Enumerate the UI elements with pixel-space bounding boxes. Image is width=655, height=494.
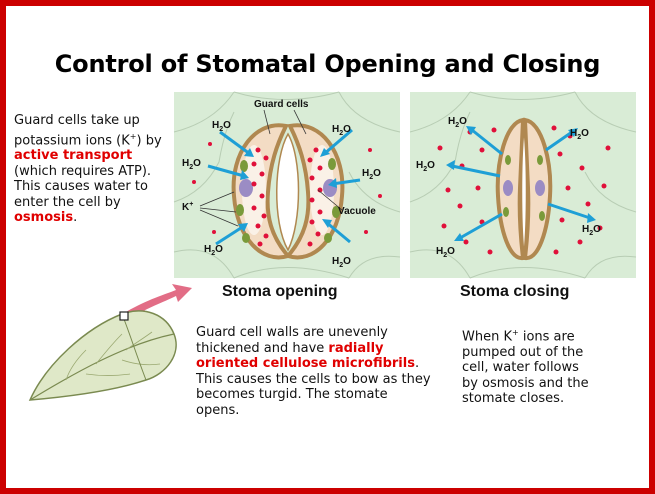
svg-text:H2O: H2O — [436, 246, 455, 259]
svg-text:H2O: H2O — [332, 256, 351, 269]
leaf-illustration — [28, 284, 192, 401]
svg-text:H2O: H2O — [570, 128, 589, 141]
closing-water-labels: H2O H2O H2O H2O H2O — [416, 116, 601, 259]
left-text-part1: Guard cells take up potassium ions (K — [14, 113, 140, 148]
leaf-midrib — [29, 333, 175, 401]
svg-text:H2O: H2O — [448, 116, 467, 129]
closing-chloroplasts — [503, 155, 545, 221]
svg-text:H2O: H2O — [332, 124, 351, 137]
opening-surrounding-cells — [173, 91, 401, 279]
slide-title: Control of Stomatal Opening and Closing — [54, 50, 601, 78]
svg-text:H2O: H2O — [182, 158, 201, 171]
osmosis-highlight: osmosis — [14, 210, 74, 226]
right-closing-nucleus — [535, 180, 545, 196]
cell-wall-text: Guard cell walls are unevenly thickened … — [196, 325, 434, 418]
opening-water-labels: H2O H2O H2O H2O H2O H2O — [182, 120, 381, 269]
left-text-part4: . — [73, 210, 78, 226]
stoma-closing-caption: Stoma closing — [460, 283, 570, 300]
middle-text-part2: . This causes the cells to bow as they b… — [196, 356, 431, 418]
open-stoma-pore — [276, 132, 300, 252]
right-text-sup: + — [512, 328, 519, 337]
potassium-ion-label: K+ — [182, 201, 193, 213]
closing-explanation-text: When K+ ions are pumped out of the cell,… — [462, 325, 592, 407]
svg-text:H2O: H2O — [212, 120, 231, 133]
guard-cells-label: Guard cells — [254, 99, 309, 110]
closed-stoma-pore — [521, 131, 527, 253]
opening-chloroplasts — [236, 158, 340, 243]
stoma-opening-caption: Stoma opening — [222, 283, 338, 300]
right-text-part2: ions are pumped out of the cell, water f… — [462, 329, 589, 407]
opening-potassium-ions — [192, 142, 382, 247]
right-text-part1: When K — [462, 329, 512, 345]
active-transport-highlight: active transport — [14, 148, 133, 164]
left-closing-nucleus — [503, 180, 513, 196]
active-transport-text: Guard cells take up potassium ions (K+) … — [14, 113, 164, 226]
leaf-sample-square — [119, 311, 129, 321]
vacuole-label: Vacuole — [338, 206, 376, 217]
left-text-part3: (which requires ATP). This causes water … — [14, 163, 152, 210]
closing-potassium-ions — [437, 125, 611, 255]
left-text-part2: ) by — [136, 132, 162, 148]
svg-text:H2O: H2O — [582, 224, 601, 237]
closing-water-arrows — [446, 126, 596, 241]
middle-text-part1: Guard cell walls are unevenly thickened … — [196, 325, 388, 356]
closing-surrounding-cells — [409, 91, 637, 279]
svg-text:H2O: H2O — [416, 160, 435, 173]
stoma-opening-diagram: Guard cells Vacuole K+ H2O H2O H2O H2O H… — [173, 91, 401, 279]
k-ion-pointer-lines — [199, 109, 343, 227]
opening-water-arrows — [207, 128, 361, 246]
stoma-closing-diagram: H2O H2O H2O H2O H2O — [409, 91, 637, 279]
svg-text:H2O: H2O — [204, 244, 223, 257]
left-text-sup: + — [129, 131, 137, 141]
microfibrils-highlight: radially oriented cellulose microfibrils — [196, 340, 415, 372]
svg-text:H2O: H2O — [362, 168, 381, 181]
left-vacuole — [242, 145, 266, 235]
slide: Control of Stomatal Opening and Closing … — [6, 6, 649, 488]
left-nucleus — [239, 179, 253, 197]
pink-pointer-arrow — [126, 284, 192, 318]
